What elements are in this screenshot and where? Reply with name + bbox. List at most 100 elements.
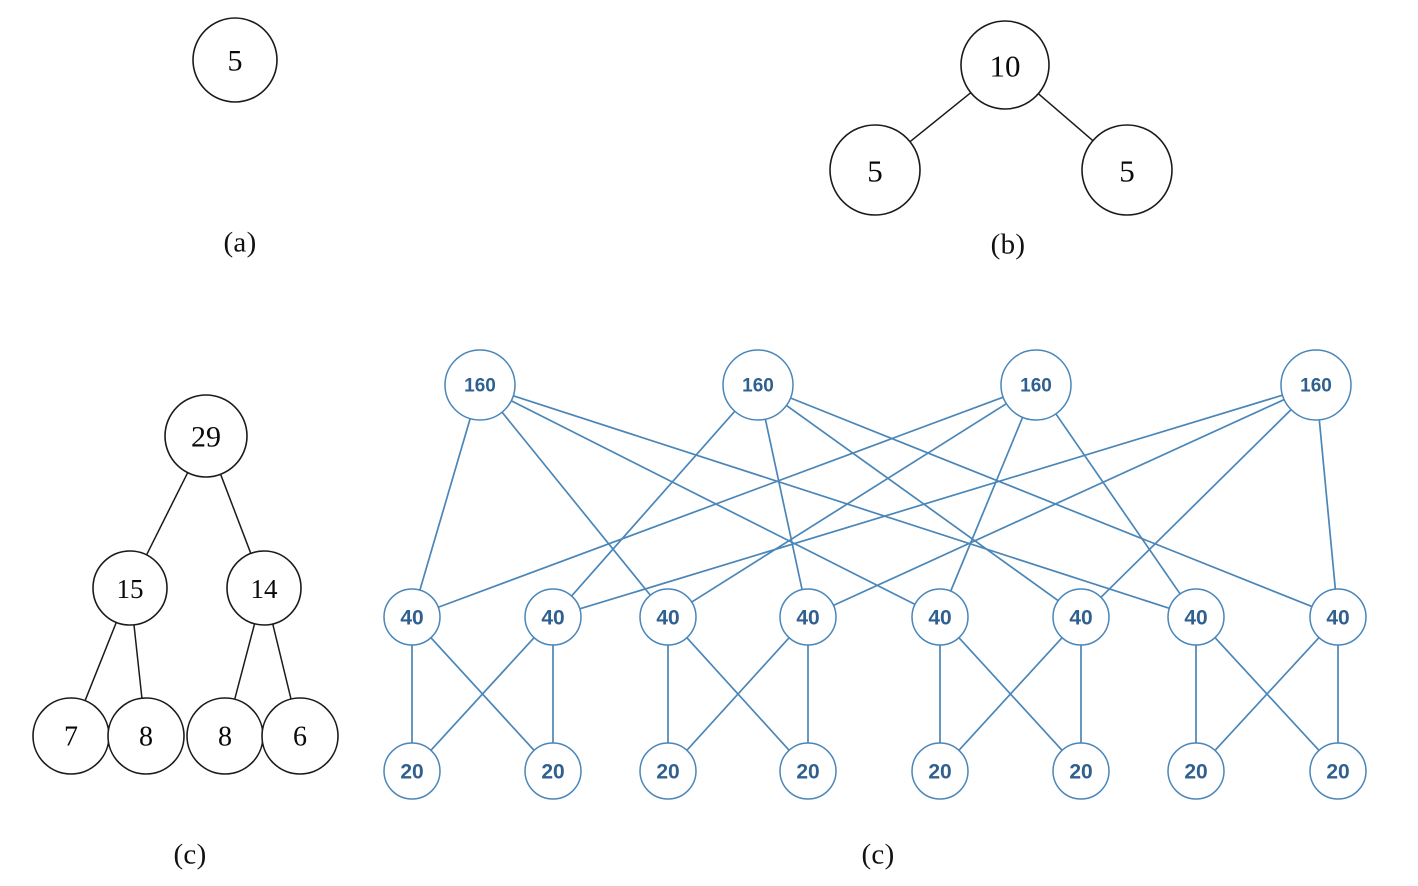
graph-edge: [1055, 412, 1181, 595]
graph-edge: [949, 416, 1024, 592]
node-circle: [722, 349, 794, 421]
node-label: 20: [1184, 761, 1207, 784]
graph-node[interactable]: 40: [524, 588, 582, 646]
node-circle: [1167, 588, 1225, 646]
graph-node[interactable]: 20: [383, 742, 441, 800]
graph-edge: [1100, 408, 1292, 599]
node-circle: [779, 742, 837, 800]
graph-edge: [272, 623, 292, 700]
node-label: 40: [656, 607, 679, 630]
edges-layer: [84, 92, 1339, 752]
graph-node[interactable]: 40: [779, 588, 837, 646]
graph-node[interactable]: 40: [1167, 588, 1225, 646]
node-label: 40: [928, 607, 951, 630]
node-label: 160: [464, 376, 496, 397]
graph-edge: [219, 474, 252, 554]
graph-edge: [764, 418, 803, 591]
node-circle: [829, 124, 921, 216]
node-label: 40: [541, 607, 564, 630]
node-circle: [1000, 349, 1072, 421]
graph-node[interactable]: 160: [1280, 349, 1352, 421]
node-circle: [164, 394, 248, 478]
graph-node[interactable]: 29: [164, 394, 248, 478]
node-label: 8: [218, 722, 232, 753]
node-circle: [383, 742, 441, 800]
graph-edge: [233, 623, 256, 700]
node-label: 40: [1184, 607, 1207, 630]
node-circle: [524, 742, 582, 800]
node-circle: [92, 550, 168, 626]
graph-node[interactable]: 8: [107, 697, 185, 775]
graph-node[interactable]: 5: [1081, 124, 1173, 216]
node-label: 20: [656, 761, 679, 784]
node-label: 5: [867, 154, 883, 189]
graph-edge: [430, 636, 535, 752]
graph-edge: [1037, 93, 1094, 142]
node-circle: [107, 697, 185, 775]
node-circle: [226, 550, 302, 626]
node-label: 20: [1326, 761, 1349, 784]
graph-edge: [419, 417, 472, 591]
node-label: 20: [796, 761, 819, 784]
graph-node[interactable]: 40: [911, 588, 969, 646]
node-circle: [1280, 349, 1352, 421]
graph-edge: [1318, 418, 1337, 590]
node-label: 20: [400, 761, 423, 784]
graph-edge: [512, 394, 1171, 610]
node-circle: [911, 588, 969, 646]
graph-node[interactable]: 5: [192, 17, 278, 103]
node-label: 6: [293, 722, 307, 753]
panel-caption-panel-c-right: (c): [861, 838, 895, 871]
graph-node[interactable]: 20: [524, 742, 582, 800]
graph-node[interactable]: 160: [1000, 349, 1072, 421]
graph-edge: [578, 394, 1284, 610]
graph-node[interactable]: 10: [960, 20, 1050, 110]
graph-node[interactable]: 7: [32, 697, 110, 775]
graph-node[interactable]: 20: [911, 742, 969, 800]
graph-node[interactable]: 40: [639, 588, 697, 646]
graph-node[interactable]: 40: [1052, 588, 1110, 646]
graph-node[interactable]: 6: [261, 697, 339, 775]
graph-node[interactable]: 15: [92, 550, 168, 626]
node-label: 15: [117, 574, 144, 604]
graph-node[interactable]: 20: [1167, 742, 1225, 800]
node-circle: [261, 697, 339, 775]
node-circle: [911, 742, 969, 800]
node-label: 160: [1300, 376, 1332, 397]
node-circle: [1052, 588, 1110, 646]
node-circle: [444, 349, 516, 421]
graph-edge: [909, 92, 972, 143]
node-label: 29: [191, 421, 221, 454]
node-label: 20: [928, 761, 951, 784]
node-circle: [192, 17, 278, 103]
graph-edge: [510, 399, 916, 606]
node-circle: [1309, 742, 1367, 800]
graph-node[interactable]: 40: [383, 588, 441, 646]
node-label: 8: [139, 722, 153, 753]
graph-node[interactable]: 20: [1309, 742, 1367, 800]
node-circle: [1081, 124, 1173, 216]
node-circle: [639, 588, 697, 646]
graph-node[interactable]: 160: [722, 349, 794, 421]
graph-node[interactable]: 160: [444, 349, 516, 421]
graph-node[interactable]: 20: [779, 742, 837, 800]
graph-node[interactable]: 14: [226, 550, 302, 626]
node-label: 40: [1326, 607, 1349, 630]
node-label: 160: [742, 376, 774, 397]
graph-edge: [1214, 636, 1320, 752]
graph-node[interactable]: 5: [829, 124, 921, 216]
nodes-layer: 5 10 5 5 29 15 14 7 8 8 6 160 160 160 160 40 40 40 40 40 40 4…: [32, 17, 1367, 800]
graph-node[interactable]: 20: [1052, 742, 1110, 800]
panel-caption-panel-c-left: (c): [173, 838, 207, 871]
graph-edge: [789, 397, 1313, 608]
graph-node[interactable]: 40: [1309, 588, 1367, 646]
node-label: 7: [64, 722, 78, 753]
node-label: 20: [1069, 761, 1092, 784]
graph-node[interactable]: 20: [639, 742, 697, 800]
graph-edge: [84, 622, 117, 701]
node-circle: [383, 588, 441, 646]
graph-node[interactable]: 8: [186, 697, 264, 775]
node-label: 40: [400, 607, 423, 630]
node-label: 20: [541, 761, 564, 784]
